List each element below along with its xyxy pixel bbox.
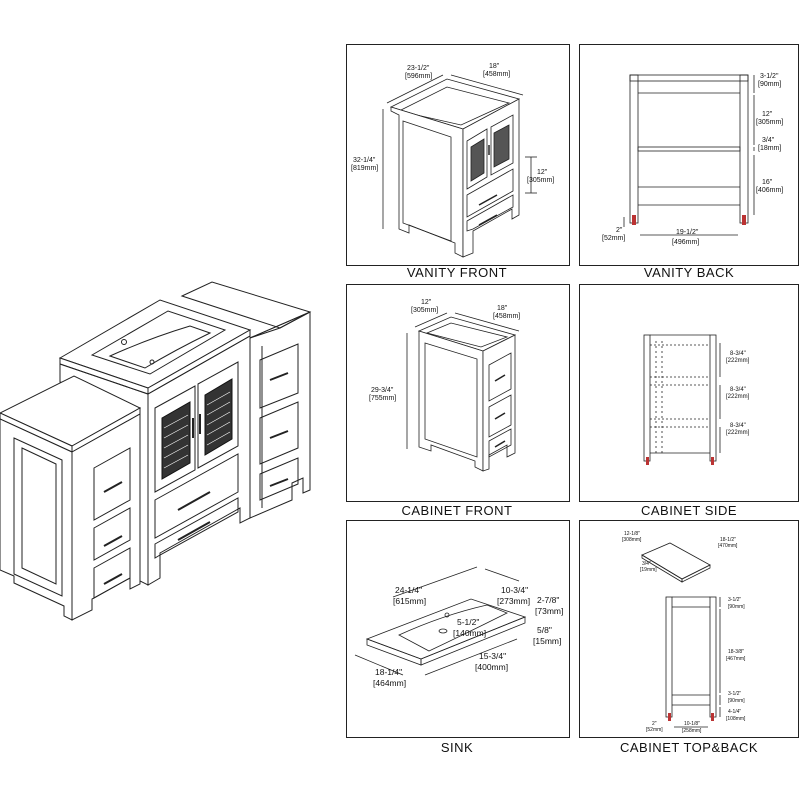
dim-side-d1-mm: [222mm] (726, 358, 750, 364)
dim-back-upper-mm: [305mm] (756, 119, 784, 126)
dim-cabinet-height-mm: [755mm] (369, 395, 397, 402)
center-vanity (58, 299, 252, 586)
dim-vanity-height: 32-1/4" (353, 157, 376, 164)
cabinet-side-drawing (643, 334, 717, 465)
dim-vanity-height-mm: [819mm] (351, 165, 379, 172)
dim-back-upper: 12" (762, 111, 773, 118)
sink-panel: 24-1/4" [615mm] 10-3/4" [273mm] 2-7/8" [… (346, 520, 570, 738)
dim-sink-depth: 5-1/2" (457, 617, 480, 627)
dim-cabinet-width-mm: [305mm] (411, 307, 439, 314)
dim-back-b-leg-mm: [108mm] (726, 716, 746, 722)
dim-sink-depth-mm: [140mm] (453, 628, 487, 638)
dim-sink-edge: 2-7/8" (537, 595, 560, 605)
dim-sink-bowl-l-mm: [400mm] (475, 662, 509, 672)
dim-back-b-inner: 10-1/8" (684, 721, 700, 727)
dim-back-b-low: 3-1/2" (728, 691, 742, 697)
vanity-back-panel: 3-1/2" [90mm] 12" [305mm] 3/4" [18mm] 16… (579, 44, 799, 266)
vanity-front-panel: 23-1/2" [596mm] 18" [458mm] 32-1/4" [819… (346, 44, 570, 266)
dim-back-b-foot: 2" (652, 721, 657, 727)
dim-side-d2: 8-3/4" (730, 387, 746, 393)
dim-back-shelf: 3/4" (762, 137, 775, 144)
dim-back-lower: 16" (762, 179, 773, 186)
right-side-cabinet (180, 281, 312, 519)
dim-side-d3-mm: [222mm] (726, 430, 750, 436)
dim-sink-edge-mm: [73mm] (535, 606, 564, 616)
dim-back-b-top: 3-1/2" (728, 597, 742, 603)
dim-cabinet-width: 12" (421, 299, 432, 306)
dim-back-b-mid-mm: [467mm] (726, 656, 746, 662)
dim-sink-bowl-w-mm: [273mm] (497, 596, 531, 606)
dim-back-b-foot-mm: [52mm] (646, 727, 663, 733)
dim-sink-bowl-w: 10-3/4" (501, 585, 529, 595)
dim-side-d1: 8-3/4" (730, 351, 746, 357)
dim-vanity-drawer-mm: [305mm] (527, 177, 555, 184)
left-side-cabinet (0, 375, 142, 621)
dim-sink-width: 18-1/4" (375, 667, 403, 677)
dim-sink-thick: 5/8" (537, 625, 552, 635)
caption-cabinet-front: CABINET FRONT (401, 503, 513, 518)
cabinet-back-drawing (665, 596, 717, 721)
caption-cabinet-top-back: CABINET TOP&BACK (619, 740, 759, 755)
dim-top-w: 12-1/8" (624, 531, 640, 537)
dim-back-shelf-mm: [18mm] (758, 145, 782, 152)
dim-sink-bowl-l: 15-3/4" (479, 651, 507, 661)
dim-back-inner: 19-1/2" (676, 229, 699, 236)
dim-cabinet-depth-mm: [458mm] (493, 313, 521, 320)
dim-top-d: 18-1/2" (720, 537, 736, 543)
dim-vanity-width-mm: [596mm] (405, 73, 433, 80)
dim-back-top: 3-1/2" (760, 73, 779, 80)
vanity-back-drawing (629, 74, 749, 225)
sink-drawing (365, 598, 527, 666)
dim-back-b-inner-mm: [258mm] (682, 728, 702, 734)
dim-top-w-mm: [308mm] (622, 537, 642, 543)
cabinet-front-panel: 12" [305mm] 18" [458mm] 29-3/4" [755mm] (346, 284, 570, 502)
dim-back-b-low-mm: [90mm] (728, 698, 745, 704)
cabinet-top-drawing (641, 542, 711, 583)
dim-top-t: 3/4" (642, 561, 651, 567)
dim-vanity-depth-mm: [458mm] (483, 71, 511, 78)
cabinet-side-panel: 8-3/4" [222mm] 8-3/4" [222mm] 8-3/4" [22… (579, 284, 799, 502)
dim-back-inner-mm: [496mm] (672, 239, 700, 246)
dim-back-leg: 2" (616, 227, 623, 234)
dim-vanity-drawer: 12" (537, 169, 548, 176)
dim-back-b-mid: 18-3/8" (728, 649, 744, 655)
dim-back-lower-mm: [406mm] (756, 187, 784, 194)
dim-sink-length: 24-1/4" (395, 585, 423, 595)
vanity-front-drawing (389, 78, 521, 258)
vanity-set-illustration (0, 281, 312, 621)
caption-vanity-back: VANITY BACK (643, 265, 735, 280)
dim-side-d3: 8-3/4" (730, 423, 746, 429)
dim-back-leg-mm: [52mm] (602, 235, 626, 242)
caption-cabinet-side: CABINET SIDE (640, 503, 738, 518)
dim-sink-thick-mm: [15mm] (533, 636, 562, 646)
dim-sink-length-mm: [615mm] (393, 596, 427, 606)
dim-back-b-top-mm: [90mm] (728, 604, 745, 610)
dim-sink-width-mm: [464mm] (373, 678, 407, 688)
dim-top-d-mm: [470mm] (718, 543, 738, 549)
dim-side-d2-mm: [222mm] (726, 394, 750, 400)
dim-top-t-mm: [19mm] (640, 567, 657, 573)
caption-sink: SINK (440, 740, 474, 755)
dim-back-b-leg: 4-1/4" (728, 709, 742, 715)
dim-cabinet-height: 29-3/4" (371, 387, 394, 394)
dim-vanity-depth: 18" (489, 63, 500, 70)
dim-cabinet-depth: 18" (497, 305, 508, 312)
cabinet-front-drawing (417, 316, 517, 472)
dim-back-top-mm: [90mm] (758, 81, 782, 88)
dim-vanity-width: 23-1/2" (407, 65, 430, 72)
caption-vanity-front: VANITY FRONT (406, 265, 508, 280)
cabinet-top-back-panel: 12-1/8" [308mm] 18-1/2" [470mm] 3/4" [19… (579, 520, 799, 738)
